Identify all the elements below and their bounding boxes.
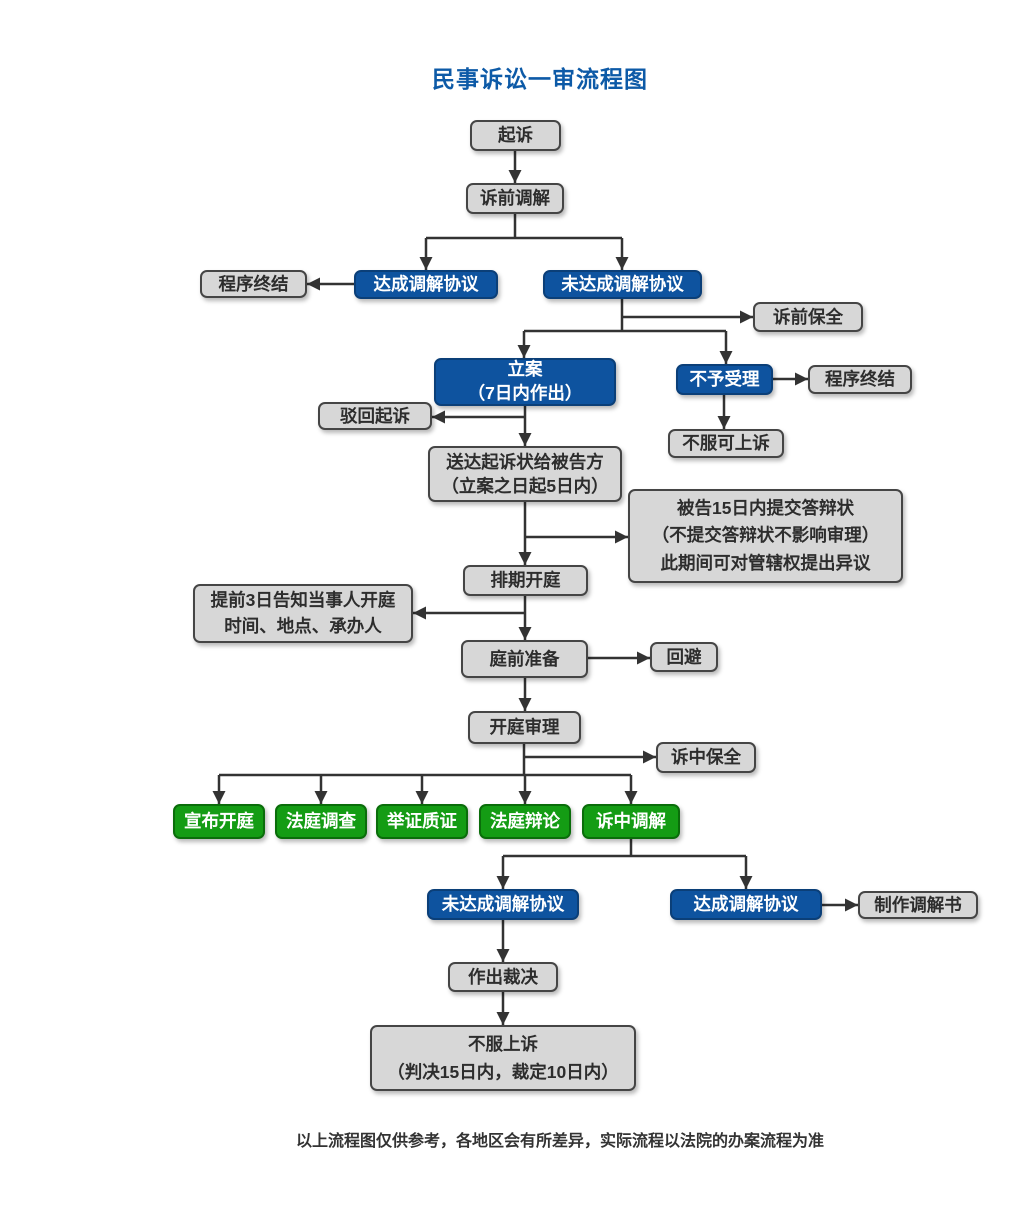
node-make-judgment: 作出裁决: [448, 962, 558, 992]
node-dismiss-lawsuit: 驳回起诉: [318, 402, 432, 430]
page-title: 民事诉讼一审流程图: [432, 66, 648, 92]
node-case-filing: 立案 （7日内作出）: [434, 358, 616, 406]
node-announce-hearing: 宣布开庭: [173, 804, 265, 839]
node-pretrial-mediation: 诉前调解: [466, 183, 564, 214]
node-mediation-not-reached-2: 未达成调解协议: [427, 889, 579, 920]
node-notify-parties: 提前3日告知当事人开庭 时间、地点、承办人: [193, 584, 413, 643]
node-appeal: 不服上诉 （判决15日内，裁定10日内）: [370, 1025, 636, 1091]
node-mediation-document: 制作调解书: [858, 891, 978, 919]
node-court-hearing: 开庭审理: [468, 711, 581, 744]
node-in-trial-mediation: 诉中调解: [582, 804, 680, 839]
node-file-lawsuit: 起诉: [470, 120, 561, 151]
node-defendant-reply: 被告15日内提交答辩状 （不提交答辩状不影响审理） 此期间可对管辖权提出异议: [628, 489, 903, 583]
node-not-accepted: 不予受理: [676, 364, 773, 395]
node-pretrial-preparation: 庭前准备: [461, 640, 588, 678]
node-procedure-end-1: 程序终结: [200, 270, 307, 298]
node-court-debate: 法庭辩论: [479, 804, 571, 839]
node-mediation-reached-2: 达成调解协议: [670, 889, 822, 920]
node-evidence-cross-examination: 举证质证: [376, 804, 468, 839]
footnote: 以上流程图仅供参考，各地区会有所差异，实际流程以法院的办案流程为准: [295, 1133, 824, 1150]
node-court-investigation: 法庭调查: [275, 804, 367, 839]
node-mediation-reached-1: 达成调解协议: [354, 270, 498, 299]
node-appeal-allowed: 不服可上诉: [668, 429, 784, 458]
node-in-trial-preservation: 诉中保全: [656, 742, 756, 773]
node-schedule-hearing: 排期开庭: [463, 565, 588, 596]
node-procedure-end-2: 程序终结: [808, 365, 912, 394]
node-mediation-not-reached-1: 未达成调解协议: [543, 270, 702, 299]
node-serve-complaint: 送达起诉状给被告方 （立案之日起5日内）: [428, 446, 622, 502]
node-pretrial-preservation: 诉前保全: [753, 302, 863, 332]
node-recusal: 回避: [650, 642, 718, 672]
